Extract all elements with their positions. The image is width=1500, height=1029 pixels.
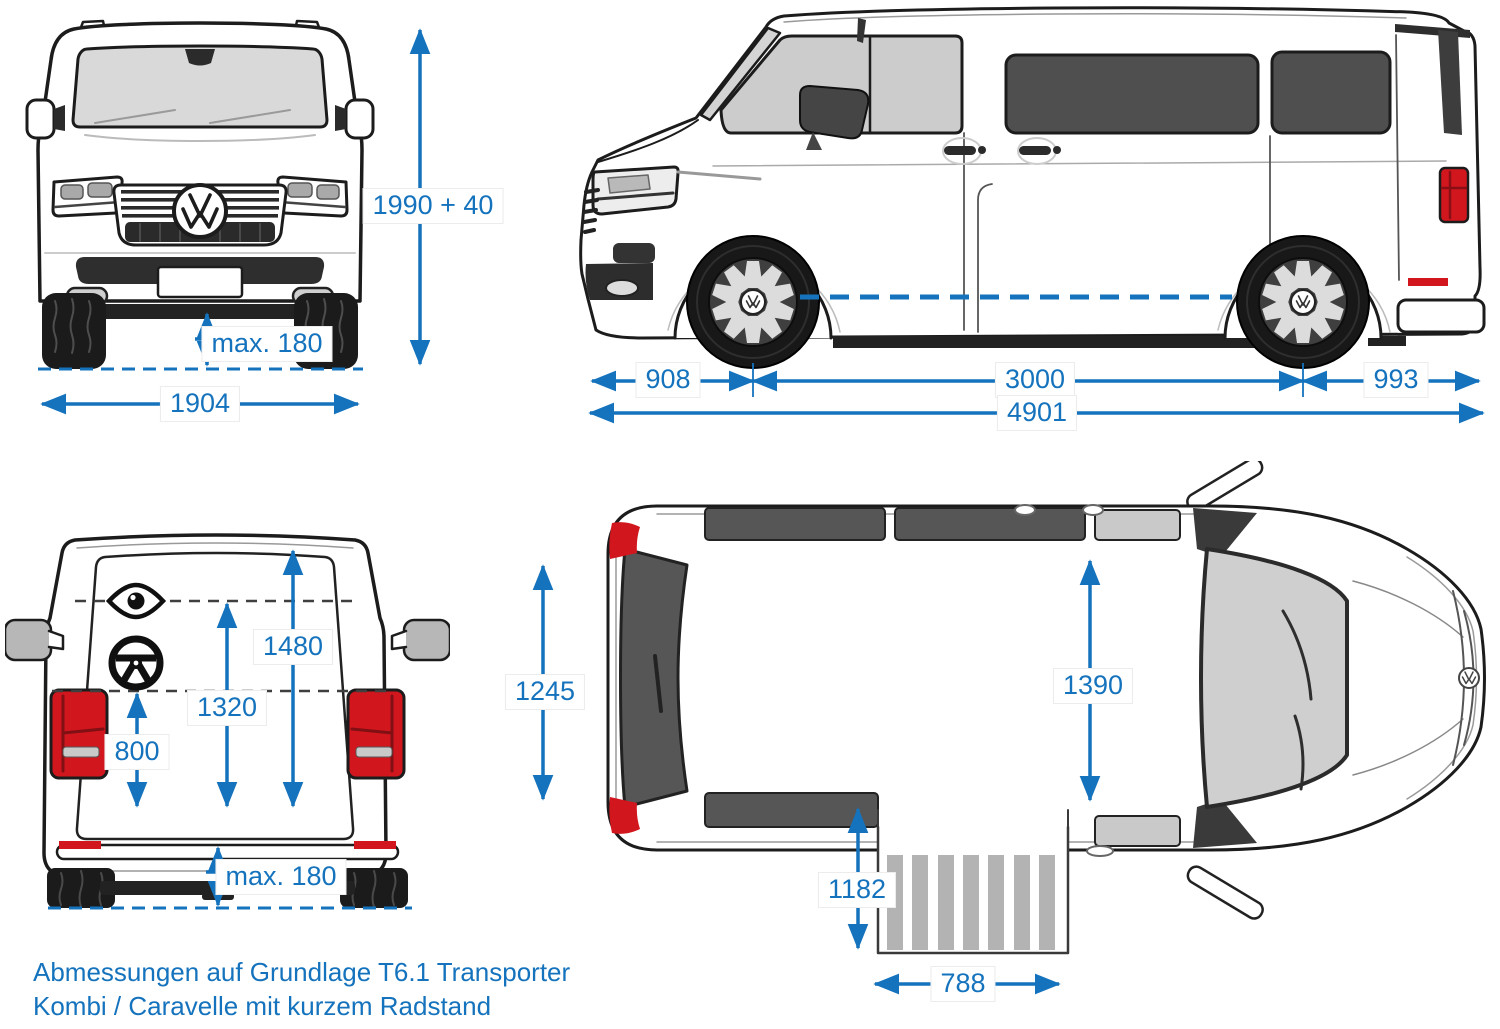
- label-rear-overhang: 993: [1363, 362, 1429, 398]
- label-front-height: 1990 + 40: [362, 188, 504, 224]
- door-window: [719, 34, 964, 135]
- rear-mirror-left: [5, 618, 65, 662]
- door-handles: [942, 137, 1061, 165]
- front-view-illustration: [25, 19, 375, 369]
- front-windshield: [71, 44, 329, 129]
- top-vw-logo: [1458, 667, 1480, 689]
- label-rear-1320: 1320: [186, 690, 268, 726]
- label-rear-clearance: max. 180: [215, 859, 347, 895]
- roof-detail: [1082, 504, 1104, 516]
- lower-valance: [83, 304, 317, 319]
- label-total-length: 4901: [996, 395, 1078, 431]
- top-side-windows: [704, 507, 1181, 847]
- vw-logo: [172, 183, 228, 239]
- label-front-width: 1904: [159, 386, 241, 422]
- reflector-left: [59, 841, 101, 849]
- front-mirror-left: [25, 98, 65, 140]
- top-taillight-right: [609, 797, 640, 834]
- d-pillar: [1438, 30, 1462, 135]
- mirror-mount: [185, 49, 215, 66]
- front-wheel: [687, 236, 819, 368]
- side-view-illustration: [579, 6, 1486, 375]
- label-front-overhang: 908: [635, 362, 701, 398]
- door-handle-top: [1086, 845, 1114, 857]
- rear-bumper: [1396, 298, 1486, 334]
- caption: Abmessungen auf Grundlage T6.1 Transport…: [33, 955, 570, 1023]
- label-top-1390: 1390: [1052, 668, 1134, 704]
- rocker-panel: [833, 336, 1278, 348]
- label-wheelbase: 3000: [994, 362, 1076, 398]
- quarter-window: [1270, 50, 1392, 135]
- front-mirror-right: [335, 98, 375, 140]
- side-windshield: [699, 26, 782, 122]
- caption-line-1: Abmessungen auf Grundlage T6.1 Transport…: [33, 957, 571, 987]
- top-windshield: [1199, 547, 1349, 809]
- rear-mirror-right: [390, 618, 450, 662]
- top-wipers: [1281, 609, 1313, 791]
- label-rear-800: 800: [104, 734, 170, 770]
- tailgate-seam: [75, 551, 355, 841]
- caption-line-2: Kombi / Caravelle mit kurzem Radstand: [33, 991, 492, 1021]
- label-top-788: 788: [930, 966, 996, 1002]
- top-view-illustration: [606, 461, 1486, 955]
- reflector-right: [354, 841, 396, 849]
- label-front-clearance: max. 180: [201, 326, 333, 362]
- sliding-door-window: [1004, 53, 1260, 135]
- taillight-left: [49, 688, 109, 780]
- side-taillight: [1438, 166, 1470, 224]
- rear-wheel: [1237, 236, 1369, 368]
- label-top-1245: 1245: [504, 674, 586, 710]
- top-taillight-left: [609, 522, 640, 559]
- rear-reflector: [1408, 278, 1448, 286]
- side-front-end: [582, 165, 762, 300]
- top-rear-window: [619, 547, 689, 809]
- bumper-molding: [55, 843, 400, 861]
- taillight-right: [346, 688, 406, 780]
- headlight-right: [276, 175, 349, 218]
- roof-detail: [1014, 504, 1036, 516]
- wipers: [94, 109, 291, 124]
- side-mirror: [799, 85, 870, 150]
- ramp-stripes: [887, 855, 1055, 950]
- license-plate: [156, 265, 244, 299]
- label-rear-1480: 1480: [252, 629, 334, 665]
- top-mirror-right: [1186, 865, 1264, 920]
- headlight-left: [51, 175, 124, 218]
- label-top-1182: 1182: [817, 872, 897, 908]
